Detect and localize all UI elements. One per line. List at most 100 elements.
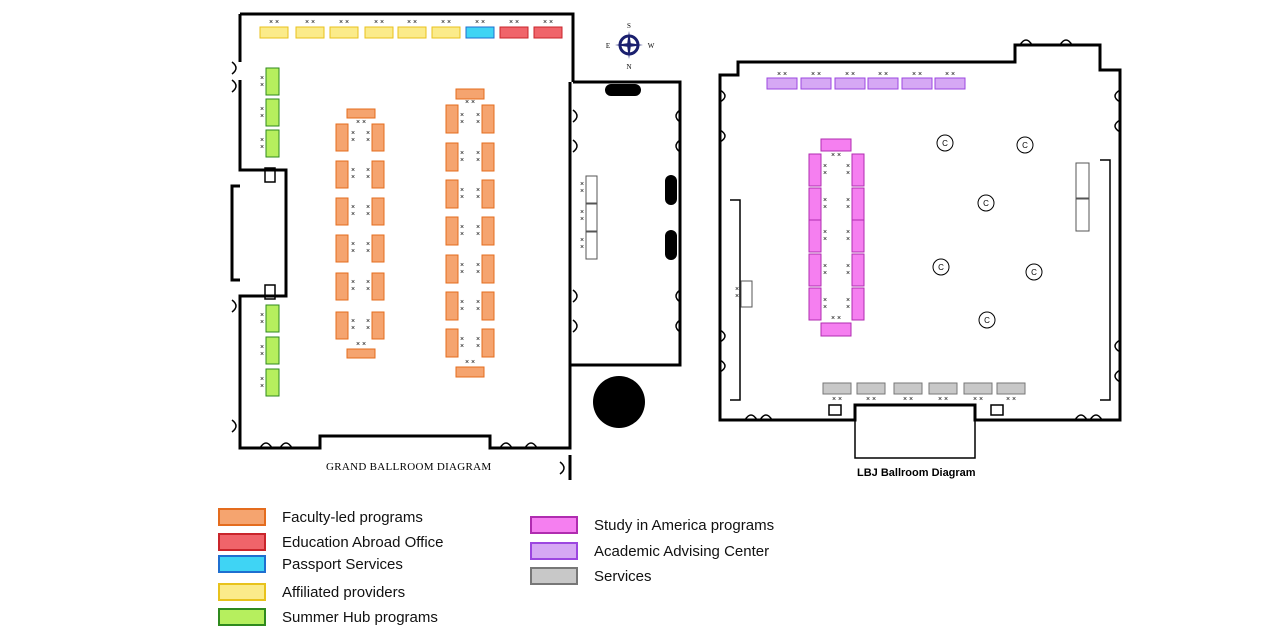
cocktail-table	[1016, 136, 1034, 154]
chair-mark: ×	[460, 112, 464, 119]
table-study	[851, 253, 865, 287]
table-faculty	[481, 328, 495, 358]
chair-mark: ×	[260, 351, 264, 358]
table-affiliated	[431, 26, 461, 39]
chair-mark: × ×	[811, 71, 821, 78]
table-advising	[766, 77, 798, 90]
table-summer	[265, 129, 280, 158]
chair-mark: × ×	[831, 315, 841, 322]
chair-mark: ×	[351, 279, 355, 286]
table-faculty	[481, 179, 495, 209]
chair-mark: ×	[460, 306, 464, 313]
chair-mark: ×	[846, 170, 850, 177]
table-faculty	[481, 291, 495, 321]
chair-mark: × ×	[407, 19, 417, 26]
chair-mark: ×	[260, 106, 264, 113]
chair-mark: ×	[366, 325, 370, 332]
compass-n: N	[626, 63, 631, 71]
chair-mark: × ×	[339, 19, 349, 26]
chair-mark: × ×	[777, 71, 787, 78]
table-faculty	[445, 328, 459, 358]
compass-s: S	[627, 22, 631, 30]
table-plain	[585, 175, 598, 204]
chair-mark: ×	[580, 216, 584, 223]
chair-mark: ×	[476, 112, 480, 119]
table-plain	[585, 203, 598, 232]
chair-mark: ×	[460, 119, 464, 126]
table-services	[996, 382, 1026, 395]
table-study	[820, 138, 852, 152]
chair-mark: ×	[476, 150, 480, 157]
chair-mark: ×	[580, 181, 584, 188]
chair-mark: ×	[476, 157, 480, 164]
chair-mark: ×	[351, 211, 355, 218]
tables: × ×× ×× ×× ×× ×× ×× ×× ×× ××××××××××××××…	[259, 19, 1090, 403]
table-summer	[265, 98, 280, 127]
chair-mark: ×	[735, 293, 739, 300]
table-affiliated	[397, 26, 427, 39]
legend-swatch	[218, 555, 266, 573]
chair-mark: ×	[366, 241, 370, 248]
legend-item-passport: Passport Services	[218, 555, 403, 573]
chair-mark: × ×	[475, 19, 485, 26]
table-study	[808, 287, 822, 321]
cocktail-table	[978, 311, 996, 329]
chair-mark: ×	[476, 262, 480, 269]
table-study	[820, 322, 852, 337]
legend-label: Affiliated providers	[282, 583, 406, 601]
chair-mark: ×	[460, 157, 464, 164]
table-faculty	[346, 108, 376, 119]
chair-mark: × ×	[1006, 396, 1016, 403]
chair-mark: ×	[823, 197, 827, 204]
chair-mark: ×	[460, 299, 464, 306]
chair-mark: ×	[846, 297, 850, 304]
grand-ballroom-walls	[230, 12, 682, 480]
table-affiliated	[329, 26, 359, 39]
chair-mark: ×	[460, 343, 464, 350]
chair-mark: ×	[366, 279, 370, 286]
lbj-ballroom-caption: LBJ Ballroom Diagram	[857, 467, 976, 479]
chair-mark: ×	[476, 336, 480, 343]
legend-item-study: Study in America programs	[530, 516, 774, 534]
chair-mark: × ×	[938, 396, 948, 403]
chair-mark: × ×	[356, 119, 366, 126]
grand-ballroom-caption: GRAND BALLROOM DIAGRAM	[326, 461, 492, 473]
legend-swatch	[218, 533, 266, 551]
cocktail-label: C	[1031, 268, 1037, 277]
table-study	[851, 187, 865, 221]
chair-mark: ×	[846, 304, 850, 311]
stairs	[990, 404, 1004, 416]
stairs	[828, 404, 842, 416]
cocktail-label: C	[983, 199, 989, 208]
table-faculty	[346, 348, 376, 359]
chair-mark: ×	[846, 263, 850, 270]
chair-mark: ×	[351, 167, 355, 174]
chair-mark: × ×	[509, 19, 519, 26]
legend-item-advising: Academic Advising Center	[530, 542, 769, 560]
chair-mark: ×	[260, 319, 264, 326]
chair-mark: ×	[823, 163, 827, 170]
chair-mark: ×	[823, 170, 827, 177]
table-study	[808, 187, 822, 221]
table-summer	[265, 336, 280, 365]
table-summer	[265, 67, 280, 96]
chair-mark: ×	[846, 236, 850, 243]
table-faculty	[335, 160, 349, 189]
cocktail-label: C	[1022, 141, 1028, 150]
table-faculty	[371, 234, 385, 263]
legend-item-summer: Summer Hub programs	[218, 608, 438, 626]
chair-mark: ×	[351, 204, 355, 211]
table-plain	[585, 231, 598, 260]
chair-mark: ×	[460, 187, 464, 194]
cocktail-label: C	[938, 263, 944, 272]
chair-mark: ×	[846, 197, 850, 204]
legend-label: Study in America programs	[594, 516, 775, 534]
table-faculty	[455, 366, 485, 378]
chair-mark: ×	[460, 231, 464, 238]
chair-mark: ×	[366, 211, 370, 218]
chair-mark: ×	[476, 187, 480, 194]
chair-mark: ×	[366, 286, 370, 293]
chair-mark: ×	[366, 318, 370, 325]
chair-mark: ×	[846, 270, 850, 277]
